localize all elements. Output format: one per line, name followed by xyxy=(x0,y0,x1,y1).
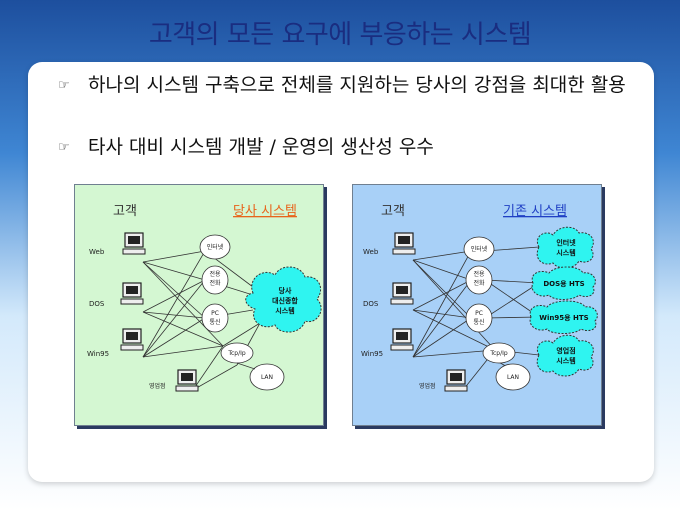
computer-icon xyxy=(390,328,414,351)
bullet-text: 타사 대비 시스템 개발 / 운영의 생산성 우수 xyxy=(88,136,434,158)
pc-comm-node: PC 통신 xyxy=(201,303,229,333)
dos-hts-cloud: DOS용 HTS xyxy=(531,266,596,300)
node-label: Tcp/Ip xyxy=(227,350,246,357)
computer-icon xyxy=(122,232,146,255)
internet-node: 인터넷 xyxy=(199,234,231,260)
cloud-label: Win95용 HTS xyxy=(539,313,588,322)
lan-node: LAN xyxy=(495,363,531,391)
slide-title: 고객의 모든 요구에 부응하는 시스템 xyxy=(148,20,532,50)
node-label: 전화 xyxy=(209,279,221,287)
node-label: 전용 xyxy=(473,270,485,278)
node-label: LAN xyxy=(507,374,519,381)
node-label: 통신 xyxy=(473,318,484,326)
branch-label: 영업점 xyxy=(419,382,436,390)
cloud-label: 시스템 xyxy=(275,306,294,315)
diagram-legacy-system: 고객 기존 시스템 Web DOS Win95 xyxy=(352,184,602,426)
node-label: PC xyxy=(211,310,219,317)
node-label: Tcp/Ip xyxy=(489,350,508,357)
content-card: ☞ 하나의 시스템 구축으로 전체를 지원하는 당사의 강점을 최대한 활용 ☞… xyxy=(28,62,654,482)
node-label: 전용 xyxy=(209,270,221,278)
client-label-dos: DOS xyxy=(363,300,379,308)
client-label-win95: Win95 xyxy=(87,350,109,358)
tcpip-node: Tcp/Ip xyxy=(220,342,254,364)
computer-icon xyxy=(390,282,414,305)
internet-system-cloud: 인터넷 시스템 xyxy=(536,226,594,269)
cloud-label: 시스템 xyxy=(556,248,575,257)
node-label: 인터넷 xyxy=(471,245,488,253)
center-system-cloud: 당사 대신종합 시스템 xyxy=(245,266,322,333)
computer-icon xyxy=(392,232,416,255)
customer-label: 고객 xyxy=(381,204,405,219)
computer-icon xyxy=(444,369,468,392)
dialup-node: 전용 전화 xyxy=(465,265,493,295)
diagram-canvas-legacy: 고객 기존 시스템 Web DOS Win95 xyxy=(361,204,598,392)
node-label: 인터넷 xyxy=(207,243,224,251)
computer-icon xyxy=(175,369,199,392)
node-label: PC xyxy=(475,310,483,317)
bullet-item: ☞ 하나의 시스템 구축으로 전체를 지원하는 당사의 강점을 최대한 활용 xyxy=(58,72,628,98)
system-title: 당사 시스템 xyxy=(233,204,297,219)
cloud-label: 대신종합 xyxy=(272,296,298,305)
node-label: LAN xyxy=(261,374,273,381)
pc-comm-node: PC 통신 xyxy=(465,303,493,333)
tcpip-node: Tcp/Ip xyxy=(482,342,516,364)
client-label-web: Web xyxy=(89,248,105,256)
customer-label: 고객 xyxy=(113,204,137,219)
cloud-label: 인터넷 xyxy=(556,238,576,247)
dialup-node: 전용 전화 xyxy=(201,265,229,295)
cloud-label: 영업점 xyxy=(556,346,575,355)
branch-label: 영업점 xyxy=(149,382,166,390)
computer-icon xyxy=(120,282,144,305)
pointing-hand-icon: ☞ xyxy=(58,140,70,155)
win95-hts-cloud: Win95용 HTS xyxy=(529,300,598,334)
diagram-canvas-ours: 고객 당사 시스템 Web DOS Win95 xyxy=(87,204,322,392)
bullet-text: 하나의 시스템 구축으로 전체를 지원하는 당사의 강점을 최대한 활용 xyxy=(88,74,626,96)
client-label-web: Web xyxy=(363,248,379,256)
computer-icon xyxy=(120,328,144,351)
system-title: 기존 시스템 xyxy=(503,204,567,219)
node-label: 통신 xyxy=(209,318,220,326)
bullet-item: ☞ 타사 대비 시스템 개발 / 운영의 생산성 우수 xyxy=(58,134,628,160)
cloud-label: 시스템 xyxy=(556,356,575,365)
cloud-label: DOS용 HTS xyxy=(543,279,584,288)
pointing-hand-icon: ☞ xyxy=(58,78,70,93)
lan-node: LAN xyxy=(249,363,285,391)
cloud-label: 당사 xyxy=(279,286,292,295)
branch-system-cloud: 영업점 시스템 xyxy=(536,334,594,377)
node-label: 전화 xyxy=(473,279,485,287)
client-label-win95: Win95 xyxy=(361,350,383,358)
internet-node: 인터넷 xyxy=(463,236,495,262)
client-label-dos: DOS xyxy=(89,300,105,308)
diagram-ours-system: 고객 당사 시스템 Web DOS Win95 xyxy=(74,184,324,426)
